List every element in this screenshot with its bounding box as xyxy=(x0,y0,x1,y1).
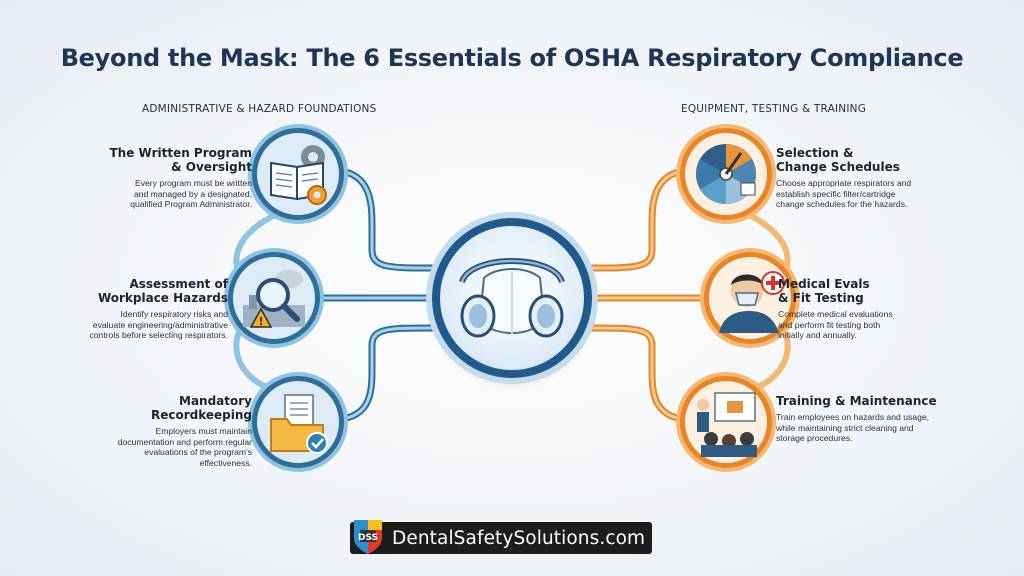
magnifier-hazard-icon: ! xyxy=(228,252,320,344)
medical-fit-testing-block: Medical Evals& Fit Testing Complete medi… xyxy=(778,277,988,341)
respirator-mask-icon xyxy=(432,218,592,378)
section-heading-left: ADMINISTRATIVE & HAZARD FOUNDATIONS xyxy=(142,103,377,115)
item-heading: Training & Maintenance xyxy=(776,394,937,408)
selection-wheel-icon xyxy=(680,128,772,220)
dss-logo-icon: DSS xyxy=(354,520,382,554)
item-heading: The Written Program& Oversight xyxy=(109,146,253,174)
item-description: Train employees on hazards and usage,whi… xyxy=(776,412,930,443)
section-heading-right: EQUIPMENT, TESTING & TRAINING xyxy=(681,103,867,115)
item-heading: Medical Evals& Fit Testing xyxy=(778,277,870,305)
svg-text:!: ! xyxy=(258,315,263,328)
svg-text:DSS: DSS xyxy=(358,533,378,543)
folder-check-icon xyxy=(252,376,344,468)
open-book-gear-icon xyxy=(252,128,344,220)
worker-mask-medical-icon xyxy=(704,252,796,344)
item-heading: Selection &Change Schedules xyxy=(776,146,900,174)
brand-text[interactable]: DentalSafetySolutions.com xyxy=(392,527,646,549)
training-presentation-icon xyxy=(680,376,772,468)
written-program-block: The Written Program& Oversight Every pro… xyxy=(52,146,253,210)
selection-schedules-block: Selection &Change Schedules Choose appro… xyxy=(776,146,986,210)
training-maintenance-block: Training & Maintenance Train employees o… xyxy=(776,394,996,444)
page-title: Beyond the Mask: The 6 Essentials of OSH… xyxy=(60,44,964,72)
brand-banner[interactable]: DSS DentalSafetySolutions.com xyxy=(350,520,652,554)
